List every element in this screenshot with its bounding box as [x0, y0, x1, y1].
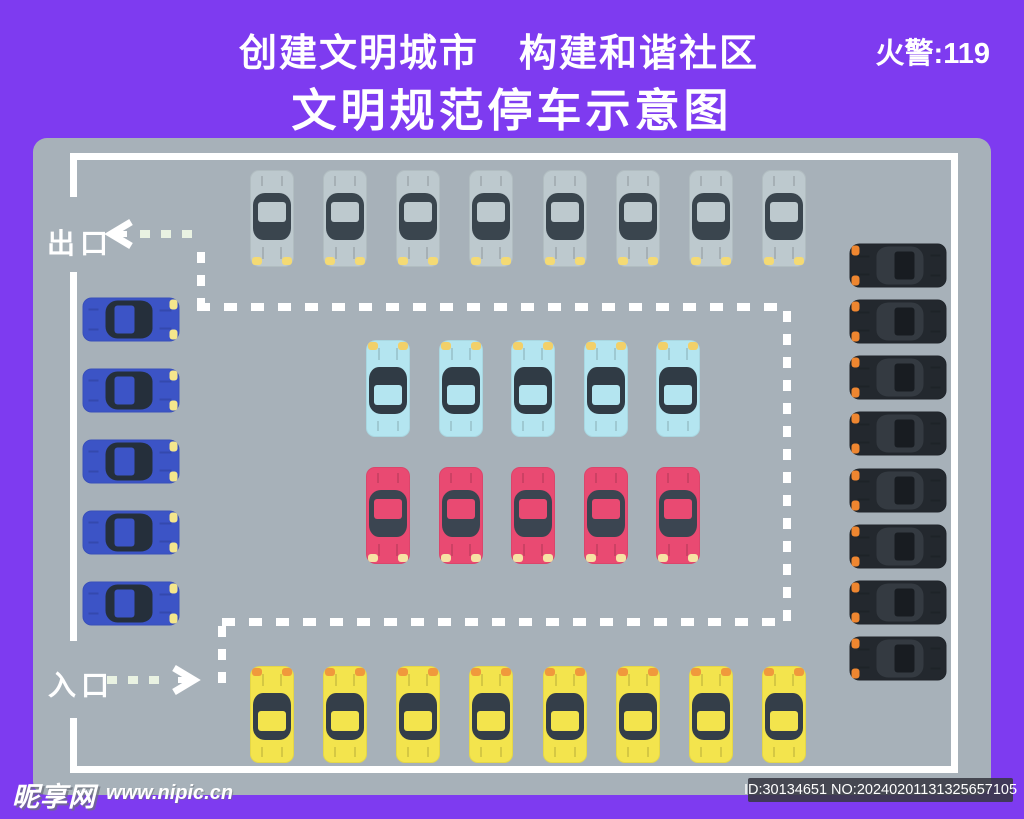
- header-slogan: 创建文明城市 构建和谐社区: [239, 33, 760, 75]
- exit-arrow-left-icon: [104, 218, 133, 250]
- car-facing-up: [542, 666, 587, 763]
- lot-boundary-top: [70, 153, 958, 160]
- car-facing-down: [761, 170, 806, 267]
- car-facing-down: [583, 467, 628, 564]
- parking-row-top-gray: [250, 170, 806, 267]
- car-facing-down: [511, 467, 555, 564]
- path-segment-exit-vertical: [197, 252, 205, 307]
- car-facing-left: [849, 524, 946, 569]
- page-title: 文明规范停车示意图: [291, 85, 733, 136]
- car-facing-left: [849, 411, 946, 456]
- car-facing-down: [615, 170, 660, 267]
- parking-lot: 出口 入口: [33, 138, 991, 795]
- car-facing-right: [82, 510, 179, 554]
- exit-label: 出口: [47, 228, 114, 259]
- entrance-label: 入口: [48, 670, 115, 701]
- path-segment-upper-horizontal: [197, 303, 791, 311]
- car-facing-up: [250, 666, 294, 763]
- path-segment-entry-vertical: [218, 626, 226, 688]
- lot-boundary-right: [951, 153, 958, 773]
- car-facing-up: [396, 666, 441, 763]
- car-facing-right: [82, 581, 179, 625]
- car-facing-down: [542, 170, 587, 267]
- car-facing-up: [656, 340, 700, 437]
- car-facing-down: [396, 170, 441, 267]
- lot-boundary-left-middle: [70, 272, 77, 641]
- car-facing-right: [82, 368, 179, 412]
- car-facing-down: [438, 467, 483, 564]
- watermark-site-name: 昵享网: [12, 782, 96, 812]
- car-facing-right: [82, 297, 179, 341]
- car-facing-up: [366, 340, 410, 437]
- path-segment-right-vertical: [783, 311, 791, 625]
- parking-column-right-black: [849, 243, 946, 681]
- parking-row-middle-cyan: [366, 340, 700, 437]
- car-facing-left: [849, 299, 946, 344]
- exit-path-dashes: [140, 230, 202, 238]
- car-facing-down: [366, 467, 410, 564]
- entrance-arrow-right-icon: [172, 664, 201, 696]
- car-facing-up: [511, 340, 555, 437]
- car-facing-left: [849, 355, 946, 400]
- parking-row-middle-pink: [366, 467, 700, 564]
- car-facing-left: [849, 468, 946, 513]
- image-id-badge: ID:30134651 NO:20240201131325657105: [744, 778, 1017, 802]
- car-facing-up: [583, 340, 628, 437]
- path-segment-lower-horizontal: [222, 618, 783, 626]
- car-facing-up: [438, 340, 483, 437]
- car-facing-up: [323, 666, 368, 763]
- car-facing-up: [688, 666, 733, 763]
- lot-boundary-bottom: [70, 766, 958, 773]
- car-facing-left: [849, 243, 946, 287]
- lot-boundary-left-lower: [70, 718, 77, 773]
- entry-path-dashes: [107, 676, 170, 684]
- car-facing-left: [849, 580, 946, 625]
- fire-alarm-number: 火警:119: [875, 38, 990, 70]
- car-facing-right: [82, 439, 179, 483]
- car-facing-down: [656, 467, 700, 564]
- watermark-site-url: www.nipic.cn: [106, 782, 234, 804]
- car-facing-up: [469, 666, 514, 763]
- car-facing-down: [469, 170, 514, 267]
- parking-row-bottom-yellow: [250, 666, 806, 763]
- parking-column-left-blue: [82, 297, 179, 625]
- car-facing-up: [761, 666, 806, 763]
- car-facing-down: [688, 170, 733, 267]
- car-facing-down: [250, 170, 294, 267]
- lot-boundary-left-upper: [70, 153, 77, 197]
- car-facing-down: [323, 170, 368, 267]
- car-facing-left: [849, 636, 946, 681]
- car-facing-up: [615, 666, 660, 763]
